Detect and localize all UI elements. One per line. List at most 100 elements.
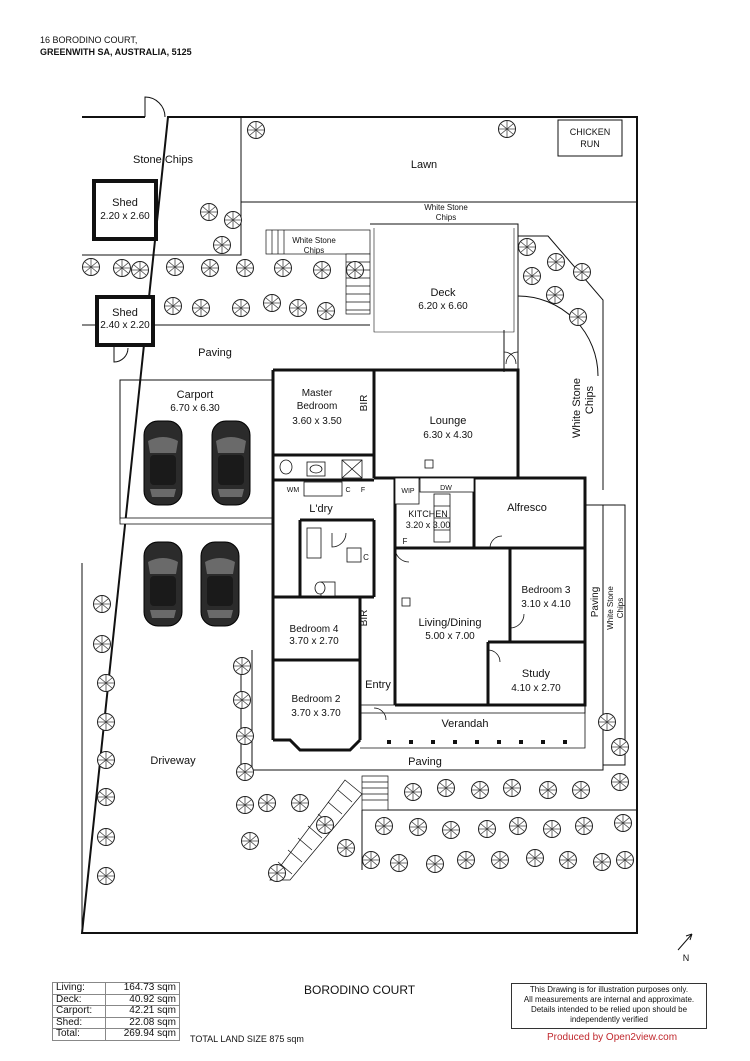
label-wsc-top-1: White Stone (424, 203, 468, 212)
label-chicken-run-1: CHICKEN (570, 127, 611, 137)
stats-label: Living: (51, 982, 107, 995)
label-wsc-stairs-2: Chips (304, 246, 324, 255)
label-f: F (361, 487, 365, 494)
label-lawn: Lawn (411, 159, 437, 171)
disclaimer-line: independently verified (570, 1015, 648, 1024)
kitchen-fixtures (394, 459, 475, 607)
label-master-1: Master (302, 388, 333, 399)
address-line-2: GREENWITH SA, AUSTRALIA, 5125 (40, 47, 192, 57)
label-paving-top: Paving (198, 347, 232, 359)
label-lounge-size: 6.30 x 4.30 (423, 430, 473, 441)
label-study-size: 4.10 x 2.70 (511, 683, 561, 694)
label-deck-size: 6.20 x 6.60 (418, 301, 468, 312)
label-wsc-right-2: Chips (584, 385, 596, 414)
label-kitchen-name: KITCHEN (408, 509, 448, 519)
stats-value: 42.21 sqm (105, 1005, 180, 1018)
address-line-1: 16 BORODINO COURT, (40, 35, 138, 45)
label-shed-2-name: Shed (112, 307, 138, 319)
stats-row-deck: Deck:40.92 sqm (51, 993, 180, 1006)
label-f2: F (403, 537, 408, 546)
label-wm: WM (287, 487, 300, 494)
label-bedroom2-size: 3.70 x 3.70 (291, 708, 341, 719)
label-verandah: Verandah (441, 718, 488, 730)
label-bedroom2-name: Bedroom 2 (292, 694, 341, 705)
deck-stairs-top (265, 229, 371, 255)
car-4 (200, 541, 240, 627)
garden-edges (81, 563, 637, 933)
carport-door (119, 517, 274, 525)
label-alfresco: Alfresco (507, 502, 547, 514)
shed-2-door (113, 345, 129, 363)
label-north: N (683, 953, 690, 963)
stats-row-total: Total:269.94 sqm (51, 1028, 180, 1041)
label-shed-1-name: Shed (112, 197, 138, 209)
total-land-size: TOTAL LAND SIZE 875 sqm (190, 1034, 304, 1044)
stats-label: Total: (51, 1028, 107, 1041)
street-name: BORODINO COURT (304, 983, 416, 997)
bathroom-fixtures (279, 459, 363, 597)
label-bedroom4-size: 3.70 x 2.70 (289, 636, 339, 647)
label-living-name: Living/Dining (419, 617, 482, 629)
label-study-name: Study (522, 668, 551, 680)
stats-label: Carport: (51, 1005, 107, 1018)
label-wsc-side-1: White Stone (606, 586, 615, 630)
label-bir-2: BIR (359, 610, 370, 627)
label-paving-right: Paving (590, 587, 601, 618)
label-carport-size: 6.70 x 6.30 (170, 403, 220, 414)
disclaimer-box: This Drawing is for illustration purpose… (511, 983, 707, 1029)
label-bedroom3-size: 3.10 x 4.10 (521, 599, 571, 610)
north-arrow (677, 933, 693, 951)
label-stone-chips: Stone Chips (133, 154, 193, 166)
label-chicken-run-2: RUN (580, 139, 600, 149)
house-walls (271, 368, 587, 752)
label-deck-name: Deck (430, 287, 456, 299)
car-3 (143, 541, 183, 627)
disclaimer-line: Details intended to be relied upon shoul… (530, 1005, 688, 1014)
stats-value: 269.94 sqm (105, 1028, 180, 1041)
stats-value: 22.08 sqm (105, 1016, 180, 1029)
label-wsc-side-2: Chips (616, 598, 625, 618)
label-wsc-stairs-1: White Stone (292, 236, 336, 245)
car-2 (211, 420, 251, 506)
disclaimer-line: This Drawing is for illustration purpose… (529, 985, 689, 994)
stats-value: 40.92 sqm (105, 993, 180, 1006)
stats-row-living: Living:164.73 sqm (51, 982, 180, 995)
chicken-run-box (557, 119, 623, 157)
label-shed-1-size: 2.20 x 2.60 (100, 211, 150, 222)
label-paving-bottom: Paving (408, 756, 442, 768)
internal-doors (373, 535, 525, 721)
property-boundary (80, 116, 638, 934)
label-wsc-right-1: White Stone (571, 378, 583, 438)
label-wip: WIP (401, 488, 415, 495)
label-c2: C (363, 553, 369, 562)
stats-row-shed: Shed:22.08 sqm (51, 1016, 180, 1029)
bottom-stairs (269, 775, 389, 881)
verandah-posts (387, 740, 567, 744)
shed-1 (92, 179, 158, 241)
label-c: C (345, 487, 350, 494)
label-bedroom3-name: Bedroom 3 (522, 585, 571, 596)
stats-label: Shed: (51, 1016, 107, 1029)
label-laundry: L'dry (309, 503, 333, 515)
label-carport-name: Carport (177, 389, 214, 401)
label-living-size: 5.00 x 7.00 (425, 631, 475, 642)
label-entry: Entry (365, 679, 391, 691)
label-driveway: Driveway (150, 755, 196, 767)
label-master-size: 3.60 x 3.50 (292, 416, 342, 427)
label-shed-2-size: 2.40 x 2.20 (100, 320, 150, 331)
label-bedroom4-name: Bedroom 4 (290, 624, 339, 635)
stats-value: 164.73 sqm (105, 982, 180, 995)
car-1 (143, 420, 183, 506)
label-bir-1: BIR (359, 395, 370, 412)
stats-row-carport: Carport:42.21 sqm (51, 1005, 180, 1018)
shed-2 (95, 295, 155, 347)
label-wsc-top-2: Chips (436, 213, 456, 222)
label-master-2: Bedroom (297, 401, 338, 412)
produced-by-credit: Produced by Open2view.com (547, 1032, 678, 1043)
label-dw: DW (440, 485, 452, 492)
label-lounge-name: Lounge (430, 415, 467, 427)
disclaimer-line: All measurements are internal and approx… (523, 995, 695, 1004)
gate-door (144, 96, 166, 118)
label-kitchen-size: 3.20 x 3.00 (406, 520, 451, 530)
